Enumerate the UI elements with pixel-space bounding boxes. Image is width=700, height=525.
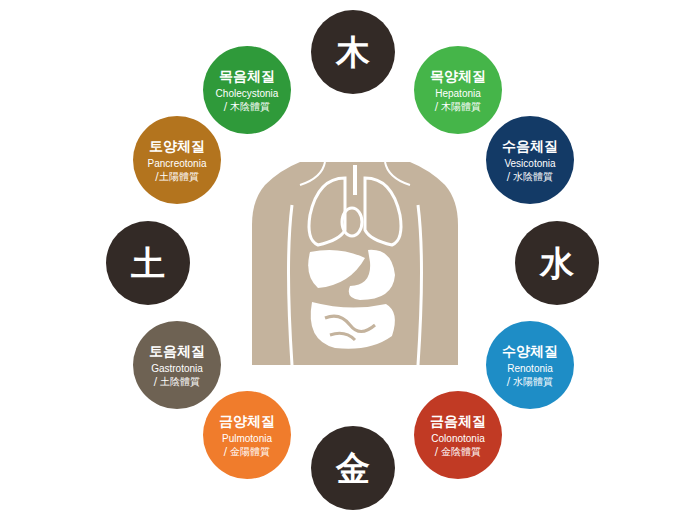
circle-fill [311,426,395,510]
element-glyph: 木 [336,33,370,71]
arm-gap [289,205,293,365]
circle-fill [203,46,291,134]
hanja-name: / 土陰體質 [154,375,201,388]
circle-fill [414,46,502,134]
constitution-circle: 목음체질 Cholecystonia/ 木陰體質 [203,46,291,134]
latin-name: Renotonia [507,362,553,375]
constitution-name: 목양체질 [430,68,486,85]
constitution-name: 금양체질 [219,413,275,430]
element-circle: 木 [311,10,395,94]
element-glyph: 土 [131,244,165,282]
element-glyph: 水 [540,244,574,282]
hanja-name: / 金陽體質 [224,445,271,458]
hanja-name: / 水陽體質 [507,375,554,388]
hanja-name: / 木陽體質 [435,100,482,113]
circle-fill [106,221,190,305]
circle-fill [486,116,574,204]
element-circle: 土 [106,221,190,305]
constitution-circle: 목양체질 Hepatonia/ 木陽體質 [414,46,502,134]
constitution-circle: 금음체질 Colonotonia/ 金陰體質 [414,391,502,479]
lung [309,178,345,245]
latin-name: Pulmotonia [222,432,272,445]
constitution-name: 토음체질 [149,343,205,360]
constitution-name: 토양체질 [149,138,205,155]
element-circle: 金 [311,426,395,510]
constitution-name: 수양체질 [502,343,558,360]
neck-line [385,162,410,185]
hanja-name: /土陽體質 [155,170,198,183]
hanja-name: / 金陰體質 [435,445,482,458]
latin-name: Hepatonia [435,87,481,100]
constitution-circle: 수양체질 Renotonia/ 水陽體質 [486,321,574,409]
circle-fill [311,10,395,94]
lung [365,178,401,245]
circle-fill [515,221,599,305]
constitution-circle: 금양체질 Pulmotonia/ 金陽體質 [203,391,291,479]
liver [308,250,365,288]
constitution-name: 수음체질 [502,138,558,155]
hanja-name: / 水陰體質 [507,170,554,183]
constitution-circle: 토양체질 Pancreotonia/土陽體質 [133,116,221,204]
circle-fill [414,391,502,479]
constitution-circle: 수음체질 Vesicotonia/ 水陰體質 [486,116,574,204]
trachea [353,165,357,195]
circle-fill [133,321,221,409]
latin-name: Vesicotonia [504,157,555,170]
heart [342,208,362,236]
torso-silhouette [252,162,458,365]
intestine [311,302,395,349]
stomach [349,250,395,300]
element-glyph: 金 [336,449,370,487]
constitution-circle: 토음체질 Gastrotonia/ 土陰體質 [133,321,221,409]
neck-line [300,162,325,185]
constitution-name: 금음체질 [430,413,486,430]
element-circle: 水 [515,221,599,305]
circle-fill [133,116,221,204]
latin-name: Cholecystonia [216,87,279,100]
latin-name: Gastrotonia [151,362,203,375]
circle-fill [486,321,574,409]
circle-fill [203,391,291,479]
arm-gap [418,205,422,365]
latin-name: Pancreotonia [148,157,207,170]
hanja-name: / 木陰體質 [224,100,271,113]
intestine-fold [325,316,375,340]
latin-name: Colonotonia [431,432,484,445]
constitution-name: 목음체질 [219,68,275,85]
